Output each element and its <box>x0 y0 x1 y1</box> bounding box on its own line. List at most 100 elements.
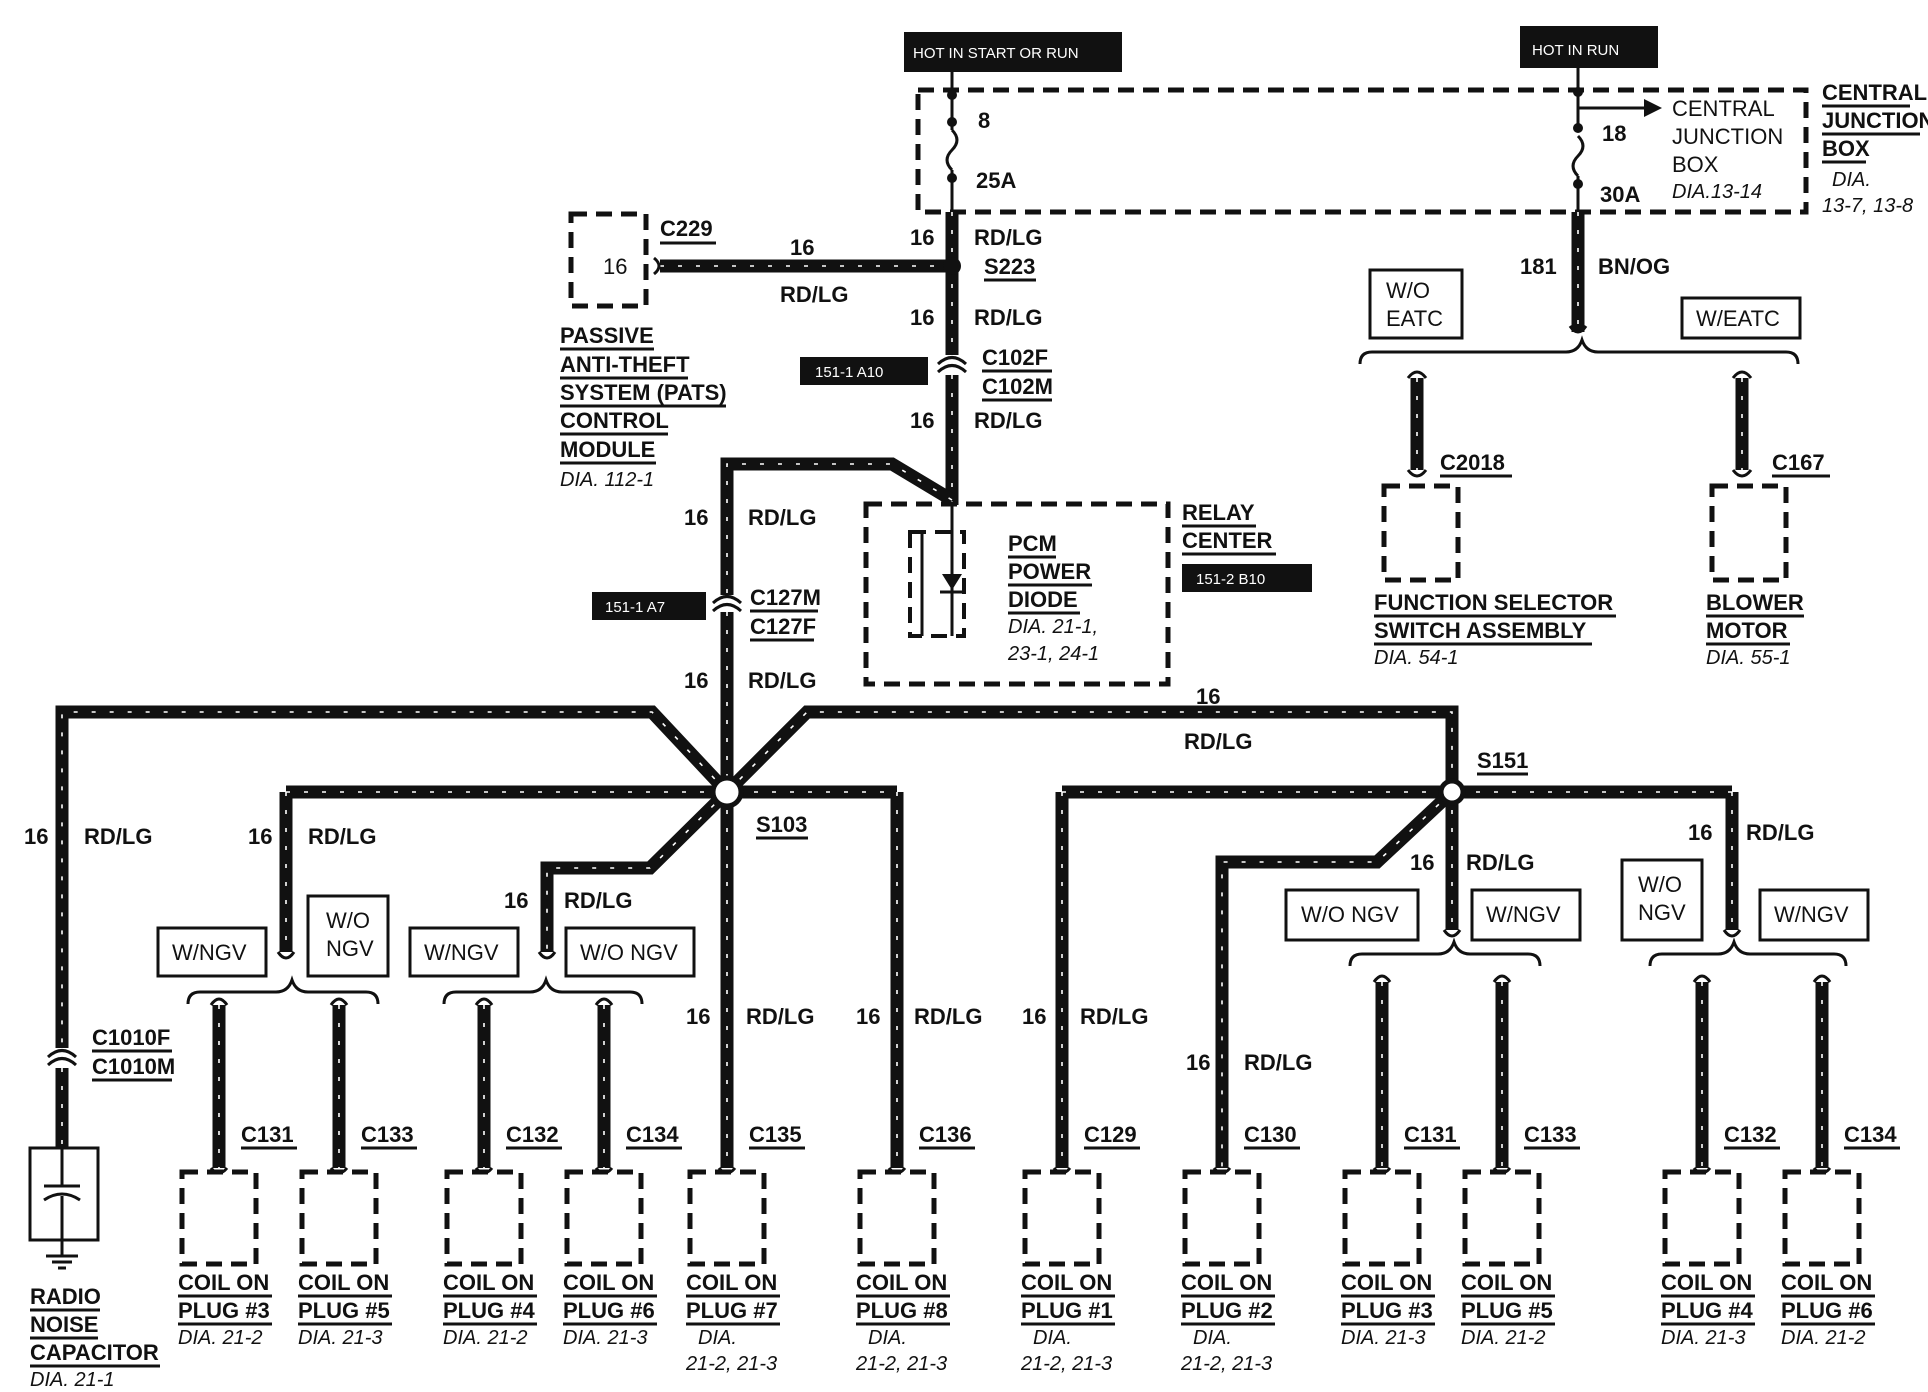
s223-label: S223 <box>984 254 1035 279</box>
splice-s223-dot <box>943 257 961 275</box>
coil-dia-line2: 21-2, 21-3 <box>1180 1353 1272 1375</box>
coil-connector-label: C135 <box>749 1122 802 1147</box>
coil-name-line2: PLUG #8 <box>856 1298 948 1323</box>
coil-box <box>687 1169 767 1267</box>
hot-run-tag <box>1520 26 1658 68</box>
capacitor-line1: RADIO <box>30 1284 101 1309</box>
gauge-trunk-bot: 16 <box>684 668 708 693</box>
color-bnog: BN/OG <box>1598 254 1670 279</box>
coil-name-line1: COIL ON <box>1341 1270 1432 1295</box>
blower-motor-box <box>1709 483 1789 583</box>
pats-wire-gauge: 16 <box>790 235 814 260</box>
tag-b10-label: 151-2 B10 <box>1196 571 1265 588</box>
coil-on-plug-4 <box>564 1167 644 1267</box>
color-b1: RD/LG <box>308 824 376 849</box>
coil-name-line2: PLUG #1 <box>1021 1298 1113 1323</box>
capacitor-line3: CAPACITOR <box>30 1340 159 1365</box>
c1010f-label: C1010F <box>92 1025 170 1050</box>
capacitor-dia: DIA. 21-1 <box>30 1369 114 1391</box>
coil-name-line2: PLUG #3 <box>1341 1298 1433 1323</box>
coil-connector-label: C131 <box>241 1122 294 1147</box>
eatc-brace <box>1358 335 1800 365</box>
cjb-inner-dia: DIA.13-14 <box>1672 181 1762 203</box>
tag-b10 <box>1182 564 1312 592</box>
coil-dia: DIA. 21-3 <box>1661 1327 1745 1349</box>
coil-dia: DIA. 21-3 <box>1341 1327 1425 1349</box>
gauge-b7: 16 <box>1410 850 1434 875</box>
coil-on-plug-11 <box>1662 1167 1742 1267</box>
c167-label: C167 <box>1772 450 1825 475</box>
gauge-b1: 16 <box>248 824 272 849</box>
pats-line3: SYSTEM (PATS) <box>560 380 727 405</box>
coil-connector-label: C130 <box>1244 1122 1297 1147</box>
gauge-cap: 16 <box>24 824 48 849</box>
coil-box <box>1462 1169 1542 1267</box>
gauge-s151-feed: 16 <box>1196 684 1220 709</box>
color-trunk-top: RD/LG <box>748 505 816 530</box>
coil-box <box>1022 1169 1102 1267</box>
color-b5: RD/LG <box>1080 1004 1148 1029</box>
relay-title2: CENTER <box>1182 528 1273 553</box>
cjb-outer-line2: JUNCTION <box>1822 108 1928 133</box>
coil-connector-label: C132 <box>506 1122 559 1147</box>
coil-dia: DIA. 21-2 <box>1461 1327 1545 1349</box>
tag-a7 <box>592 592 706 620</box>
coil-on-plug-10 <box>1462 1167 1542 1267</box>
gauge-b8: 16 <box>1688 820 1712 845</box>
wo-ngv-box-4 <box>1620 858 1704 942</box>
color-c102-top: RD/LG <box>974 305 1042 330</box>
coil-box <box>1782 1169 1862 1267</box>
cjb-outer-dia2: 13-7, 13-8 <box>1822 195 1913 217</box>
splice-s103-dot <box>710 775 744 809</box>
pats-line4: CONTROL <box>560 408 669 433</box>
wo-ngv-box-1 <box>306 894 390 978</box>
s103-label: S103 <box>756 812 807 837</box>
coil-dia-line1: DIA. <box>1193 1327 1232 1349</box>
ngv-brace-1 <box>186 975 380 1005</box>
c2018-label: C2018 <box>1440 450 1505 475</box>
coil-name-line2: PLUG #7 <box>686 1298 778 1323</box>
pats-line1: PASSIVE <box>560 323 654 348</box>
c102f-label: C102F <box>982 345 1048 370</box>
coil-dia: DIA. 21-2 <box>443 1327 527 1349</box>
coil-dia: DIA. 21-2 <box>1781 1327 1865 1349</box>
fuse-30a <box>1571 87 1585 215</box>
wo-ngv-box-2 <box>564 926 696 978</box>
coil-box <box>1662 1169 1742 1267</box>
coil-dia-line1: DIA. <box>868 1327 907 1349</box>
fuse-25a <box>945 90 959 215</box>
coil-on-plug-2 <box>299 1167 379 1267</box>
coil-dia-line1: DIA. <box>1033 1327 1072 1349</box>
gauge-c102-bot: 16 <box>910 408 934 433</box>
coil-dia-line2: 21-2, 21-3 <box>685 1353 777 1375</box>
wo-ngv-label-2: W/O NGV <box>580 940 678 965</box>
coil-box <box>444 1169 524 1267</box>
blower-line1: BLOWER <box>1706 590 1804 615</box>
w-ngv-label-2: W/NGV <box>424 940 499 965</box>
fuse-right-amps: 30A <box>1600 182 1640 207</box>
pats-dia: DIA. 112-1 <box>560 469 654 491</box>
relay-center-box <box>863 501 1171 687</box>
wo-eatc-line1: W/O <box>1386 278 1430 303</box>
coil-dia: DIA. 21-3 <box>563 1327 647 1349</box>
coil-on-plug-9 <box>1342 1167 1422 1267</box>
coil-name-line2: PLUG #2 <box>1181 1298 1273 1323</box>
coil-connector-label: C131 <box>1404 1122 1457 1147</box>
w-ngv-label-1: W/NGV <box>172 940 247 965</box>
coil-name-line1: COIL ON <box>443 1270 534 1295</box>
coil-name-line2: PLUG #6 <box>563 1298 655 1323</box>
w-ngv-box-2 <box>408 926 520 978</box>
color-s151-feed: RD/LG <box>1184 729 1252 754</box>
coil-connector-label: C133 <box>1524 1122 1577 1147</box>
cjb-arrow-head <box>1644 99 1662 117</box>
color-c102-bot: RD/LG <box>974 408 1042 433</box>
coil-name-line2: PLUG #6 <box>1781 1298 1873 1323</box>
coil-name-line1: COIL ON <box>178 1270 269 1295</box>
fuse-left-number: 8 <box>978 108 990 133</box>
pcm-diode-box <box>908 530 966 638</box>
coil-box <box>299 1169 379 1267</box>
wo-ngv-4-line1: W/O <box>1638 872 1682 897</box>
gauge-b3: 16 <box>686 1004 710 1029</box>
ngv-brace-2 <box>442 975 644 1005</box>
coil-dia: DIA. 21-2 <box>178 1327 262 1349</box>
